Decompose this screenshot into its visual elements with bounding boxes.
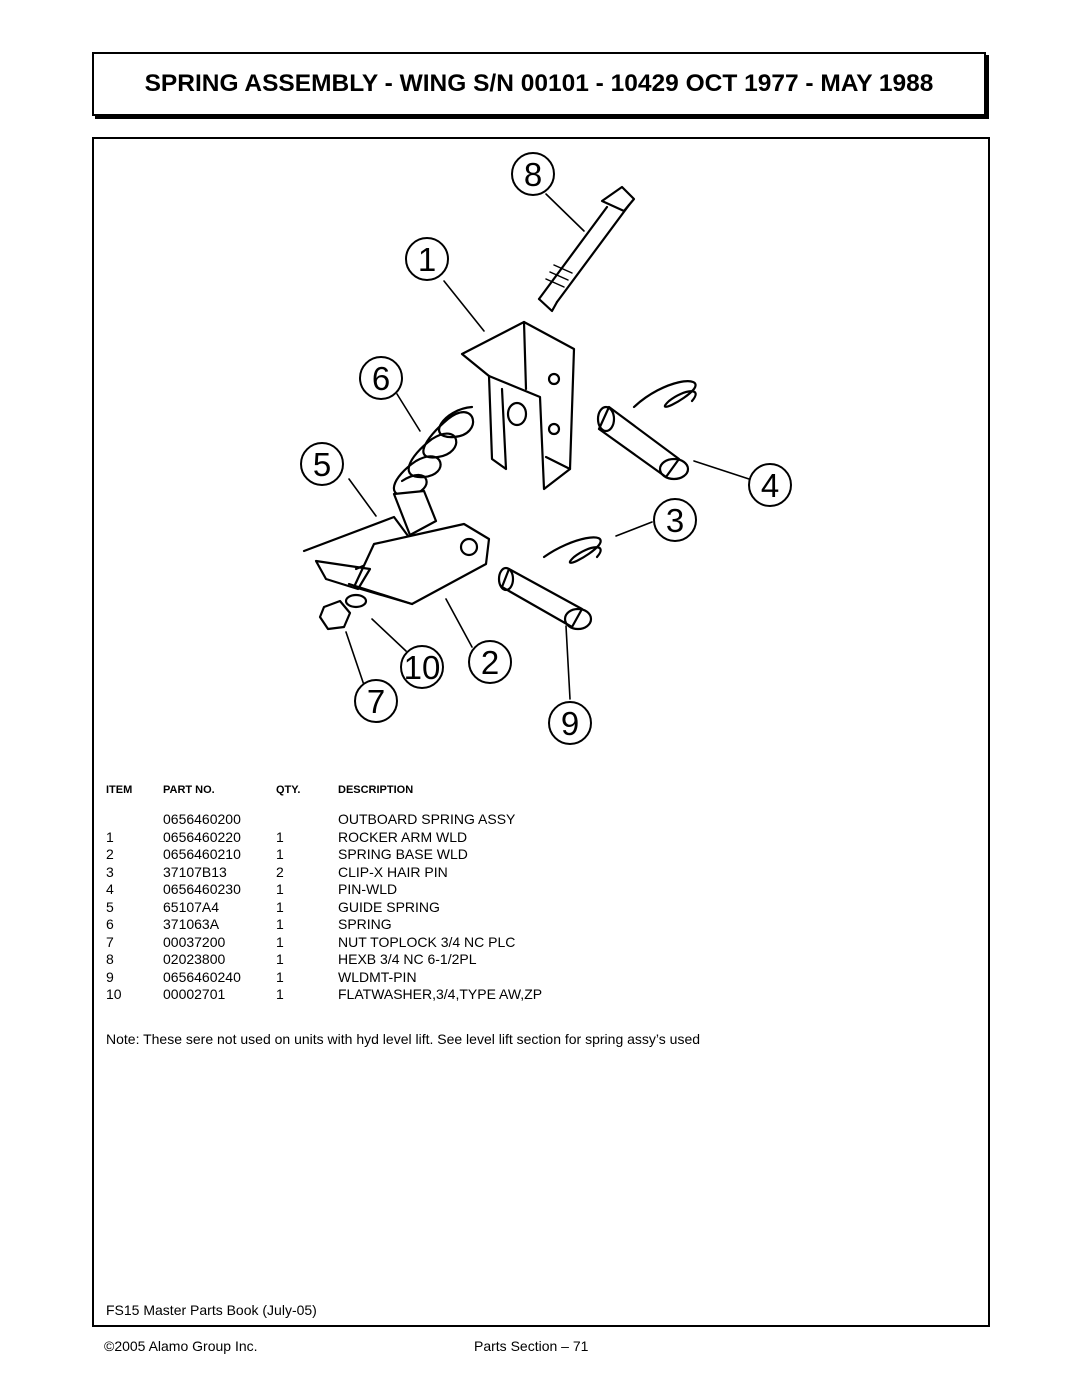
hair-pin-drawing (542, 380, 697, 564)
table-row: 5 65107A4 1 GUIDE SPRING (106, 899, 976, 917)
content-frame: 8 1 6 5 4 3 10 2 7 9 ITEM PART NO. QTY. … (92, 137, 990, 1327)
table-row: 10 00002701 1 FLATWASHER,3/4,TYPE AW,ZP (106, 986, 976, 1004)
description: SPRING (338, 916, 392, 932)
header-part-no: PART NO. (163, 784, 215, 796)
quantity: 1 (276, 846, 284, 862)
item-number: 7 (106, 933, 114, 950)
callout-label: 1 (418, 241, 436, 278)
table-row: 6 371063A 1 SPRING (106, 916, 976, 934)
callout-7: 7 (354, 679, 398, 723)
header-description: DESCRIPTION (338, 784, 414, 796)
quantity: 1 (276, 881, 284, 897)
title-box: SPRING ASSEMBLY - WING S/N 00101 - 10429… (92, 52, 986, 116)
callout-label: 3 (666, 502, 684, 539)
part-number: 02023800 (163, 951, 226, 967)
item-number: 8 (106, 951, 114, 967)
part-number: 371063A (163, 916, 220, 932)
item-number: 1 (106, 828, 114, 845)
item-number: 6 (106, 916, 114, 932)
table-row: 3 37107B13 2 CLIP-X HAIR PIN (106, 864, 976, 882)
callout-10: 10 (400, 645, 444, 689)
page-title: SPRING ASSEMBLY - WING S/N 00101 - 10429… (144, 70, 934, 97)
parts-book-label: FS15 Master Parts Book (July-05) (106, 1302, 317, 1318)
callout-label: 7 (367, 683, 385, 720)
item-number: 9 (106, 968, 114, 985)
description: GUIDE SPRING (338, 898, 440, 915)
part-number: 0656460240 (163, 968, 241, 985)
part-number: 00037200 (163, 933, 226, 950)
callout-label: 2 (481, 644, 499, 681)
callout-5: 5 (300, 442, 344, 486)
table-row: 1 0656460220 1 ROCKER ARM WLD (106, 829, 976, 847)
table-row: 2 0656460210 1 SPRING BASE WLD (106, 846, 976, 864)
callout-1: 1 (405, 237, 449, 281)
bolt-drawing (537, 185, 636, 313)
pin-drawing (497, 405, 690, 631)
table-row: 0656460200 OUTBOARD SPRING ASSY (106, 811, 976, 829)
callout-4: 4 (748, 463, 792, 507)
header-qty: QTY. (276, 784, 301, 796)
callout-label: 4 (761, 467, 779, 504)
callout-6: 6 (359, 356, 403, 400)
table-body: 0656460200 OUTBOARD SPRING ASSY 1 065646022… (106, 811, 976, 1004)
spring-base-drawing (302, 489, 491, 606)
table-row: 8 02023800 1 HEXB 3/4 NC 6-1/2PL (106, 951, 976, 969)
description: ROCKER ARM WLD (338, 828, 468, 845)
part-number: 00002701 (163, 986, 226, 1002)
part-number: 0656460230 (163, 881, 241, 897)
leader-lines (345, 193, 750, 700)
description: CLIP-X HAIR PIN (338, 863, 448, 880)
note-text: Note: These sere not used on units with … (106, 1031, 701, 1047)
part-number: 0656460210 (163, 846, 241, 862)
callout-label: 9 (561, 705, 579, 742)
quantity: 1 (276, 828, 284, 845)
callout-group: 8 1 6 5 4 3 10 2 7 9 (300, 152, 792, 745)
table-row: 7 00037200 1 NUT TOPLOCK 3/4 NC PLC (106, 934, 976, 952)
description: WLDMT-PIN (338, 968, 417, 985)
copyright-text: ©2005 Alamo Group Inc. (104, 1338, 258, 1354)
description: OUTBOARD SPRING ASSY (338, 811, 516, 827)
quantity: 1 (276, 951, 284, 967)
item-number: 4 (106, 881, 114, 897)
item-number: 2 (106, 846, 114, 862)
item-number: 5 (106, 898, 114, 915)
callout-9: 9 (548, 701, 592, 745)
nut-washer-drawing (318, 593, 368, 631)
callout-label: 6 (372, 360, 390, 397)
description: FLATWASHER,3/4,TYPE AW,ZP (338, 986, 543, 1002)
quantity (276, 811, 338, 829)
description: PIN-WLD (338, 881, 398, 897)
callout-2: 2 (468, 640, 512, 684)
spring-drawing (392, 405, 475, 497)
callout-label: 8 (524, 156, 542, 193)
page-number: Parts Section – 71 (474, 1338, 589, 1354)
quantity: 2 (276, 863, 284, 880)
quantity: 1 (276, 933, 284, 950)
callout-8: 8 (511, 152, 555, 196)
quantity: 1 (276, 898, 284, 915)
part-number: 65107A4 (163, 898, 220, 915)
exploded-parts-diagram: 8 1 6 5 4 3 10 2 7 9 (300, 152, 792, 745)
parts-table: ITEM PART NO. QTY. DESCRIPTION 065646020… (106, 784, 976, 1004)
quantity: 1 (276, 916, 284, 932)
item-number: 3 (106, 863, 114, 880)
table-header: ITEM PART NO. QTY. DESCRIPTION (106, 784, 976, 796)
header-item: ITEM (106, 784, 133, 796)
callout-label: 5 (313, 446, 331, 483)
table-row: 4 0656460230 1 PIN-WLD (106, 881, 976, 899)
part-number: 0656460200 (163, 811, 241, 827)
callout-3: 3 (653, 498, 697, 542)
rocker-arm-drawing (460, 320, 576, 491)
description: HEXB 3/4 NC 6-1/2PL (338, 951, 477, 967)
description: NUT TOPLOCK 3/4 NC PLC (338, 933, 516, 950)
part-number: 0656460220 (163, 828, 241, 845)
description: SPRING BASE WLD (338, 846, 468, 862)
quantity: 1 (276, 986, 284, 1002)
item-number (106, 811, 163, 829)
item-number: 10 (106, 986, 122, 1002)
table-row: 9 0656460240 1 WLDMT-PIN (106, 969, 976, 987)
quantity: 1 (276, 968, 284, 985)
callout-label: 10 (404, 649, 441, 686)
part-number: 37107B13 (163, 863, 227, 880)
